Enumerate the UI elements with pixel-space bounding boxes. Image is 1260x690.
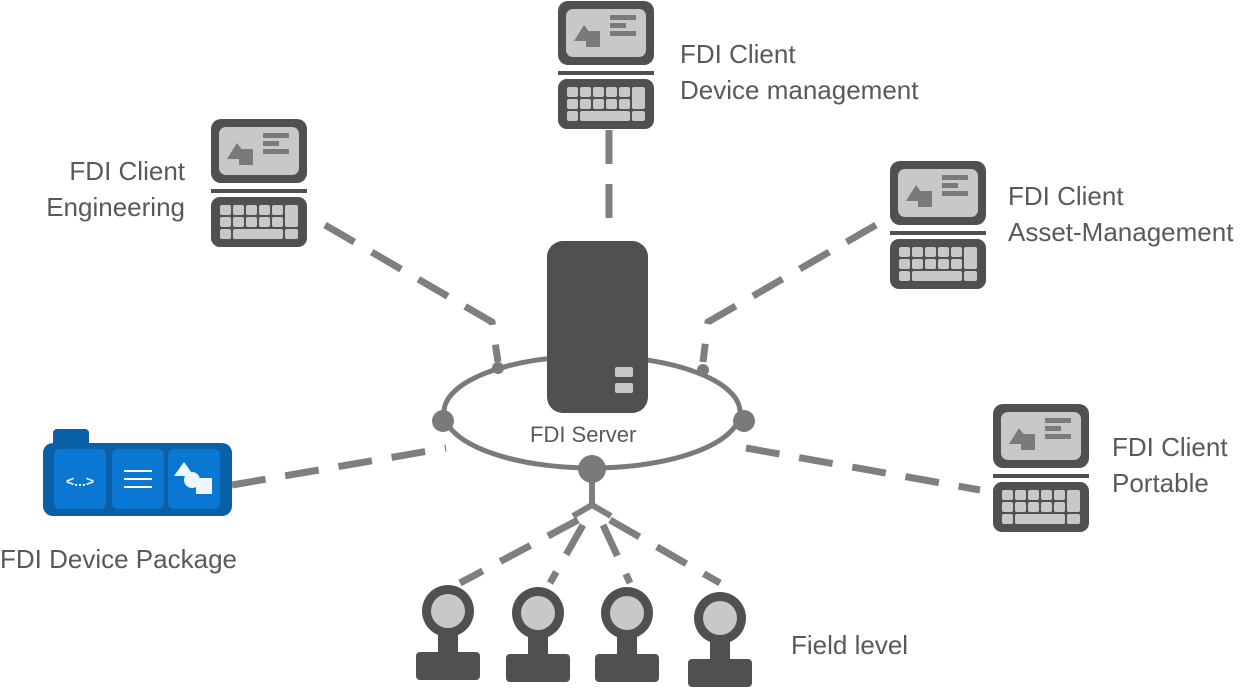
bus-node-bottom — [578, 455, 606, 483]
link-engineering — [323, 221, 502, 363]
client-role: Engineering — [46, 192, 185, 222]
client-device-management-icon — [558, 1, 654, 129]
client-role: Device management — [680, 75, 919, 105]
client-role: Asset-Management — [1008, 217, 1234, 247]
bus-node-engineering — [492, 362, 504, 374]
link-device-package — [231, 444, 447, 489]
shapes-icon — [174, 462, 212, 494]
link-field-2 — [546, 523, 587, 585]
field-device-icon-2 — [506, 587, 570, 682]
server-label: FDI Server — [530, 422, 637, 447]
client-title: FDI Client — [1008, 181, 1124, 211]
device-package-icon: <...> — [43, 429, 232, 516]
link-field-1 — [458, 516, 580, 587]
client-title: FDI Client — [69, 156, 185, 186]
client-role: Portable — [1112, 468, 1209, 498]
client-title: FDI Client — [680, 39, 796, 69]
link-portable — [745, 444, 981, 494]
field-device-icon-4 — [688, 592, 752, 687]
client-asset-management-icon — [890, 161, 986, 289]
client-title: FDI Client — [1112, 432, 1228, 462]
field-device-icon-3 — [595, 587, 659, 682]
client-device-management-label: FDI Client Device management — [680, 36, 918, 108]
client-engineering-label: FDI Client Engineering — [46, 153, 185, 225]
client-asset-management-label: FDI Client Asset-Management — [1008, 178, 1233, 250]
field-level-label: Field level — [791, 630, 909, 660]
client-portable-label: FDI Client Portable — [1112, 429, 1228, 501]
bus-node-left — [432, 410, 454, 432]
bus-node-right — [733, 410, 755, 432]
list-lines-icon — [124, 470, 152, 488]
device-package-label: FDI Device Package — [0, 544, 237, 574]
link-asset-management — [699, 221, 878, 363]
link-field-4 — [608, 516, 722, 587]
code-symbol: <...> — [66, 473, 94, 489]
server-icon — [547, 241, 648, 413]
link-field-3 — [599, 523, 634, 585]
bus-node-asset — [697, 364, 709, 376]
field-device-icon-1 — [416, 585, 480, 680]
client-portable-icon — [993, 404, 1089, 532]
client-engineering-icon — [211, 119, 307, 247]
